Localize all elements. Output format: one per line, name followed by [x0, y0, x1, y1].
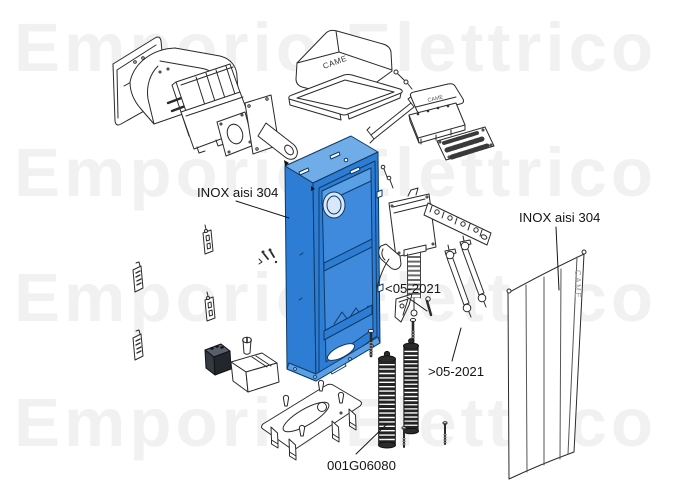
callouts	[235, 200, 560, 455]
terminal-block	[204, 343, 232, 376]
anchor-bolt	[317, 379, 325, 392]
label-before-date: <05-2021	[385, 281, 441, 296]
anchor-leg	[288, 438, 297, 461]
wedge-cover	[230, 352, 280, 393]
anchor-leg	[331, 420, 340, 443]
anchor-leg	[348, 408, 357, 431]
label-part-code: 001G06080	[327, 458, 396, 473]
small-lid-logo-text: CAME	[427, 94, 444, 103]
hinge-piece	[204, 291, 216, 322]
leader-line-inox-left	[235, 200, 290, 219]
threaded-rod	[442, 421, 448, 445]
label-inox-right: INOX aisi 304	[519, 210, 600, 225]
tie-rod	[444, 244, 472, 318]
balance-arm	[423, 202, 492, 246]
spring-anchor-bracket	[394, 293, 433, 323]
balancing-spring	[403, 338, 419, 435]
lock-cylinder	[242, 336, 252, 355]
screw-cluster	[258, 248, 278, 265]
leader-line-after-date	[451, 327, 462, 362]
inox-door-panel: CAME	[506, 249, 587, 480]
control-box	[408, 102, 466, 145]
balancing-spring	[378, 350, 396, 449]
anchor-leg	[270, 426, 279, 449]
came-sticker	[132, 329, 144, 361]
label-after-date: >05-2021	[428, 364, 484, 379]
shaft-flange-plate	[244, 94, 298, 160]
tie-rod	[459, 235, 487, 308]
anchor-bolt	[337, 391, 345, 404]
rim-clip-screws	[393, 69, 413, 90]
gearmotor	[376, 187, 437, 317]
leader-line-part-code	[355, 423, 388, 455]
anchor-bolt	[298, 424, 306, 437]
leader-line-before-date	[406, 296, 428, 312]
leader-line-inox-right	[555, 226, 560, 291]
threaded-rod	[367, 328, 375, 358]
cabinet-body	[284, 135, 384, 382]
label-inox-left: INOX aisi 304	[197, 185, 278, 200]
anchor-bolt	[282, 394, 290, 407]
hinge-piece	[202, 224, 214, 255]
circuit-board	[436, 126, 495, 161]
cabinet-side-screws	[380, 164, 394, 189]
door-logo-text: CAME	[573, 270, 582, 299]
threaded-rod	[401, 426, 407, 448]
lid-rim-frame	[288, 74, 403, 121]
base-anchor-plate	[261, 379, 362, 461]
came-sticker	[132, 261, 144, 293]
